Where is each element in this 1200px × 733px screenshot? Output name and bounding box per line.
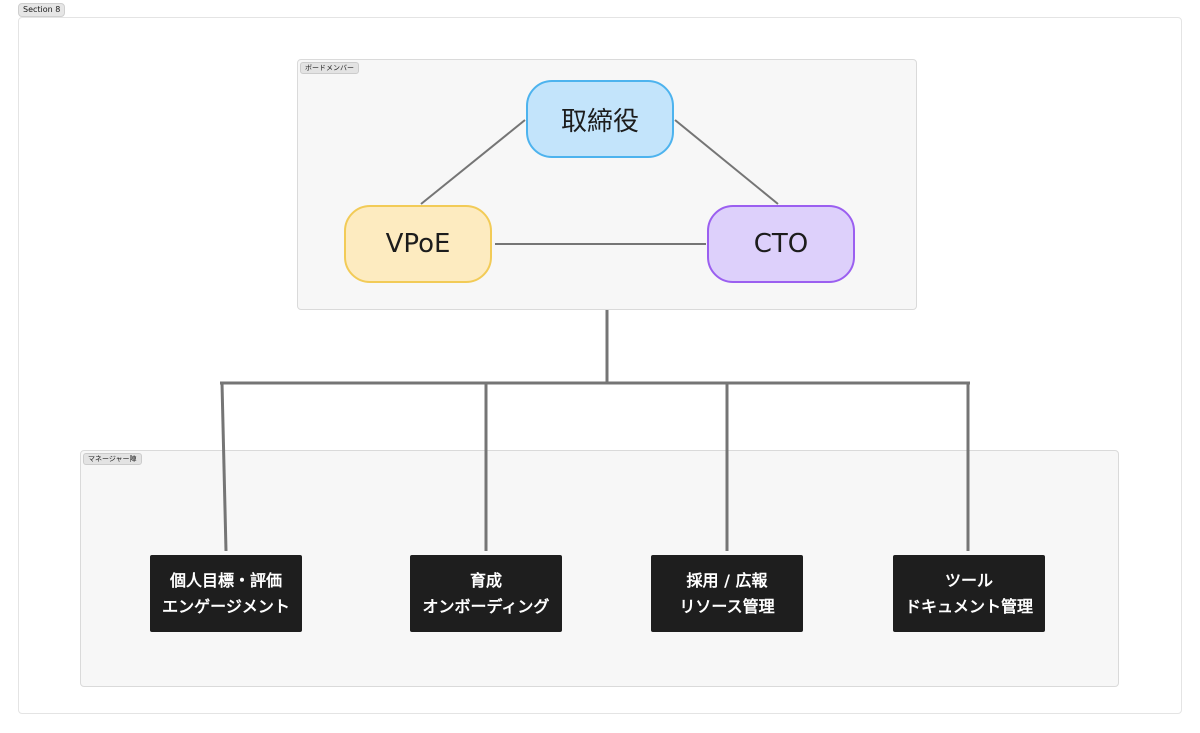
connector-exec-vpoe [420, 119, 526, 205]
section-label: Section 8 [18, 3, 66, 17]
managers-label: マネージャー陣 [83, 453, 142, 465]
card-tools-line1: ツール [944, 570, 993, 590]
card-evaluation-line1: 個人目標・評価 [169, 570, 282, 590]
board-members-label: ボードメンバー [300, 62, 359, 74]
card-evaluation-line2: エンゲージメント [162, 596, 290, 616]
card-evaluation[interactable]: 個人目標・評価 エンゲージメント [150, 555, 302, 632]
card-tools-line2: ドキュメント管理 [904, 596, 1033, 616]
card-recruiting[interactable]: 採用 / 広報 リソース管理 [651, 555, 803, 632]
node-cto[interactable]: CTO [707, 205, 855, 283]
node-vpoe-label: VPoE [385, 229, 451, 259]
connector-branch-1 [220, 382, 228, 552]
connector-exec-cto [674, 119, 779, 205]
node-cto-label: CTO [753, 229, 809, 259]
node-executive-label: 取締役 [560, 106, 639, 137]
card-training-line2: オンボーディング [422, 596, 550, 616]
card-training-line1: 育成 [469, 570, 502, 590]
card-tools[interactable]: ツール ドキュメント管理 [893, 555, 1045, 632]
card-recruiting-line1: 採用 / 広報 [686, 570, 768, 590]
card-training[interactable]: 育成 オンボーディング [410, 555, 562, 632]
card-recruiting-line2: リソース管理 [679, 596, 775, 616]
node-vpoe[interactable]: VPoE [344, 205, 492, 283]
node-executive[interactable]: 取締役 [526, 80, 674, 158]
